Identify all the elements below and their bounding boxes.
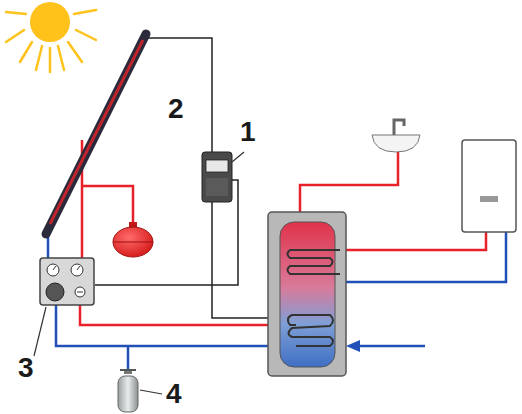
sun	[6, 2, 96, 72]
callout-number: 2	[168, 95, 184, 123]
pressure-bottle	[118, 370, 138, 412]
boiler	[462, 140, 516, 232]
wash-basin	[372, 120, 420, 152]
pump-station	[40, 258, 94, 305]
solar-collector	[46, 34, 146, 234]
storage-tank	[268, 212, 346, 376]
solar-controller	[202, 152, 232, 202]
expansion-vessel	[113, 222, 153, 257]
callout-number: 1	[240, 118, 256, 146]
callout-number: 4	[166, 380, 182, 408]
callout-number: 3	[18, 354, 34, 382]
leader-lines	[34, 152, 244, 394]
